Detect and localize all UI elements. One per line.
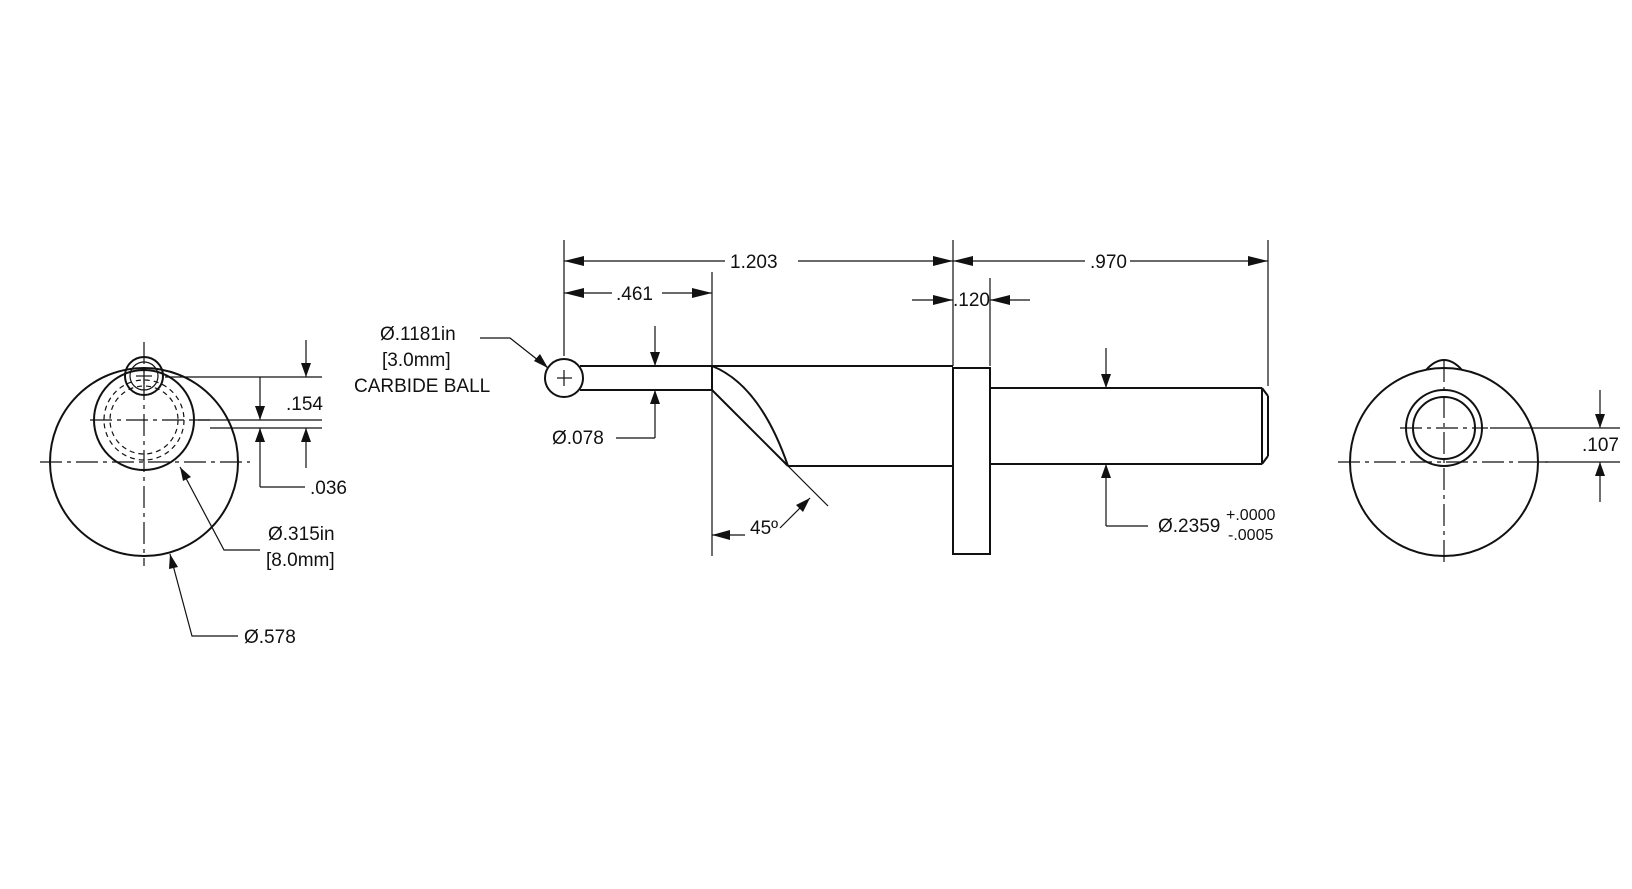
dim-offset-small: .036 (310, 478, 347, 499)
dim-body-dia: Ø.315in (268, 524, 335, 545)
ball-note: CARBIDE BALL (354, 376, 490, 397)
dim-overall-length: 1.203 (730, 252, 778, 273)
dim-shank-dia: Ø.2359 (1158, 516, 1220, 537)
dim-ball-to-chamfer: .461 (616, 284, 653, 305)
dim-flange-dia: Ø.578 (244, 627, 296, 648)
chamfer-edge (711, 389, 789, 467)
dim-offset-top: .154 (286, 394, 323, 415)
left-end-view (40, 340, 322, 637)
flange (952, 367, 991, 555)
dim-shank-tol-minus: -.0005 (1228, 527, 1273, 544)
dim-stem-dia: Ø.078 (552, 428, 604, 449)
dim-shank-length: .970 (1090, 252, 1127, 273)
dim-ball-dia-mm: [3.0mm] (382, 350, 451, 371)
dim-body-dia-mm: [8.0mm] (266, 550, 335, 571)
right-end-view (1338, 359, 1620, 566)
dim-flange-thickness: .120 (953, 290, 990, 311)
dim-ball-dia: Ø.1181in (380, 324, 456, 345)
dim-shank-tol-plus: +.0000 (1226, 507, 1275, 524)
dim-right-offset: .107 (1582, 435, 1619, 456)
dim-chamfer-angle: 45º (750, 518, 778, 539)
carbide-ball (544, 358, 584, 398)
side-view (480, 240, 1269, 556)
chamfer-curve (711, 365, 789, 467)
